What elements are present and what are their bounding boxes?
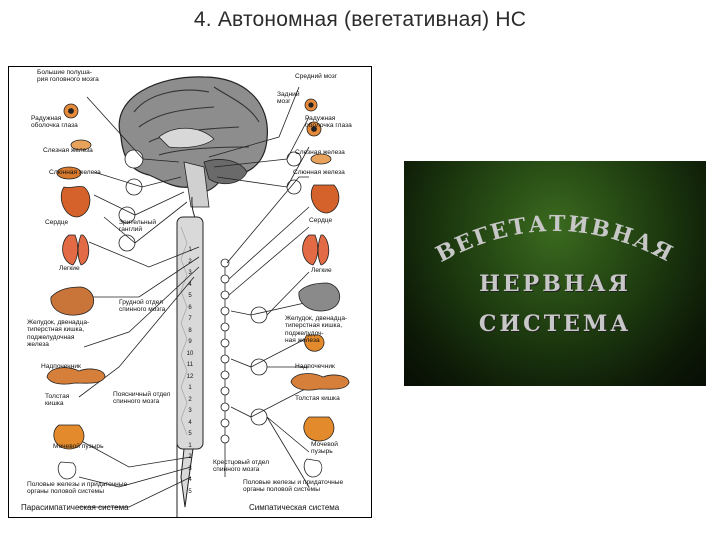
label-heart-left: Сердце: [45, 219, 69, 226]
label-cortex: Большие полуша- рия головного мозга: [37, 69, 99, 84]
spinal-segment-number: 5: [188, 488, 192, 495]
spinal-segment-number: 1: [188, 247, 192, 253]
spinal-cord-illustration: [176, 196, 204, 517]
label-stomach-left: Желудок, двенадца- типерстная кишка, под…: [27, 319, 90, 349]
title-card-image: ВЕГЕТАТИВНАЯ НЕРВНАЯ СИСТЕМА: [404, 161, 706, 386]
label-lumbar: Поясничный отдел спинного мозга: [113, 391, 171, 406]
label-lacrimal-right: Слезная железа: [295, 149, 345, 156]
spinal-segment-number: 1: [188, 442, 192, 449]
title-line-1: ВЕГЕТАТИВНАЯ: [432, 211, 679, 268]
spinal-segment-number: 9: [188, 339, 192, 345]
spinal-segment-number: 8: [188, 327, 192, 334]
title-line-3: СИСТЕМА: [478, 311, 632, 337]
spinal-segment-number: 11: [186, 362, 194, 368]
label-genitals-right: Половые железы и придаточные органы поло…: [243, 479, 344, 494]
spinal-segment-number: 3: [188, 465, 192, 472]
right-organs: [290, 98, 350, 478]
label-iris-left: Радужная оболочка глаза: [31, 115, 78, 130]
caption-parasympathetic: Парасимпатическая система: [21, 503, 129, 512]
title-line-2: НЕРВНАЯ: [479, 271, 631, 297]
spinal-segment-number: 1: [188, 385, 192, 391]
label-thoracic: Грудной отдел спинного мозга: [119, 299, 166, 314]
nerve-fibers: [73, 86, 310, 508]
spinal-segment-number: 3: [188, 408, 192, 414]
label-lacrimal-left: Слезная железа: [43, 147, 93, 154]
label-adrenal-right: Надпочечник: [295, 363, 335, 370]
spinal-segment-number: 2: [188, 258, 192, 265]
spinal-segment-number: 2: [188, 454, 192, 460]
left-organs: [46, 103, 106, 480]
label-iris-right: Радужная оболочка глаза: [305, 115, 352, 130]
spinal-segment-number: 5: [188, 293, 192, 299]
label-colon-left: Толстая кишка: [45, 393, 70, 408]
label-lungs-right: Легкие: [311, 267, 332, 274]
spinal-segment-number: 7: [188, 316, 192, 322]
slide-title: 4. Автономная (вегетативная) НС: [193, 8, 527, 31]
label-liver-left: Надпочечник: [41, 363, 81, 370]
label-bladder-left: Мочевой пузырь: [53, 443, 104, 450]
label-salivary-right: Слюнная железа: [293, 169, 345, 176]
parasympathetic-ganglia: [118, 149, 302, 252]
label-lungs-left: Легкие: [59, 265, 80, 272]
spinal-segment-number: 4: [188, 419, 192, 426]
label-hindbrain: Задний мозг: [277, 91, 300, 106]
label-bladder-right: Мочевой пузырь: [311, 441, 338, 456]
diagram-drawing: [46, 76, 350, 517]
label-colon-right: Толстая кишка: [295, 395, 340, 402]
label-sacral: Крестцовый отдел спинного мозга: [213, 459, 270, 474]
spinal-segment-number: 2: [188, 396, 192, 403]
autonomic-nervous-system-diagram: Большие полуша- рия головного мозга Раду…: [8, 66, 372, 518]
label-salivary-left: Слюнная железа: [49, 169, 101, 176]
spinal-segment-number: 5: [188, 431, 192, 437]
spinal-segment-number: 6: [188, 304, 192, 311]
arched-title: ВЕГЕТАТИВНАЯ: [432, 211, 679, 268]
label-heart-right: Сердце: [309, 217, 333, 224]
label-midbrain: Средний мозг: [295, 73, 338, 80]
label-genitals-left: Половые железы и придаточные органы поло…: [27, 481, 128, 496]
spinal-segment-number: 4: [188, 281, 192, 288]
sympathetic-chain: [220, 258, 268, 477]
spinal-segment-number: 10: [186, 350, 194, 357]
spinal-segment-number: 12: [186, 373, 194, 380]
caption-sympathetic: Симпатическая система: [249, 503, 340, 512]
spinal-segment-number: 3: [188, 270, 192, 276]
brain-illustration: [118, 76, 268, 208]
label-ciliary-ganglion: Зрительный ганглий: [119, 219, 157, 234]
spinal-segment-number: 4: [188, 477, 192, 483]
label-stomach-right: Желудок, двенадца- типерстная кишка, под…: [285, 315, 348, 345]
